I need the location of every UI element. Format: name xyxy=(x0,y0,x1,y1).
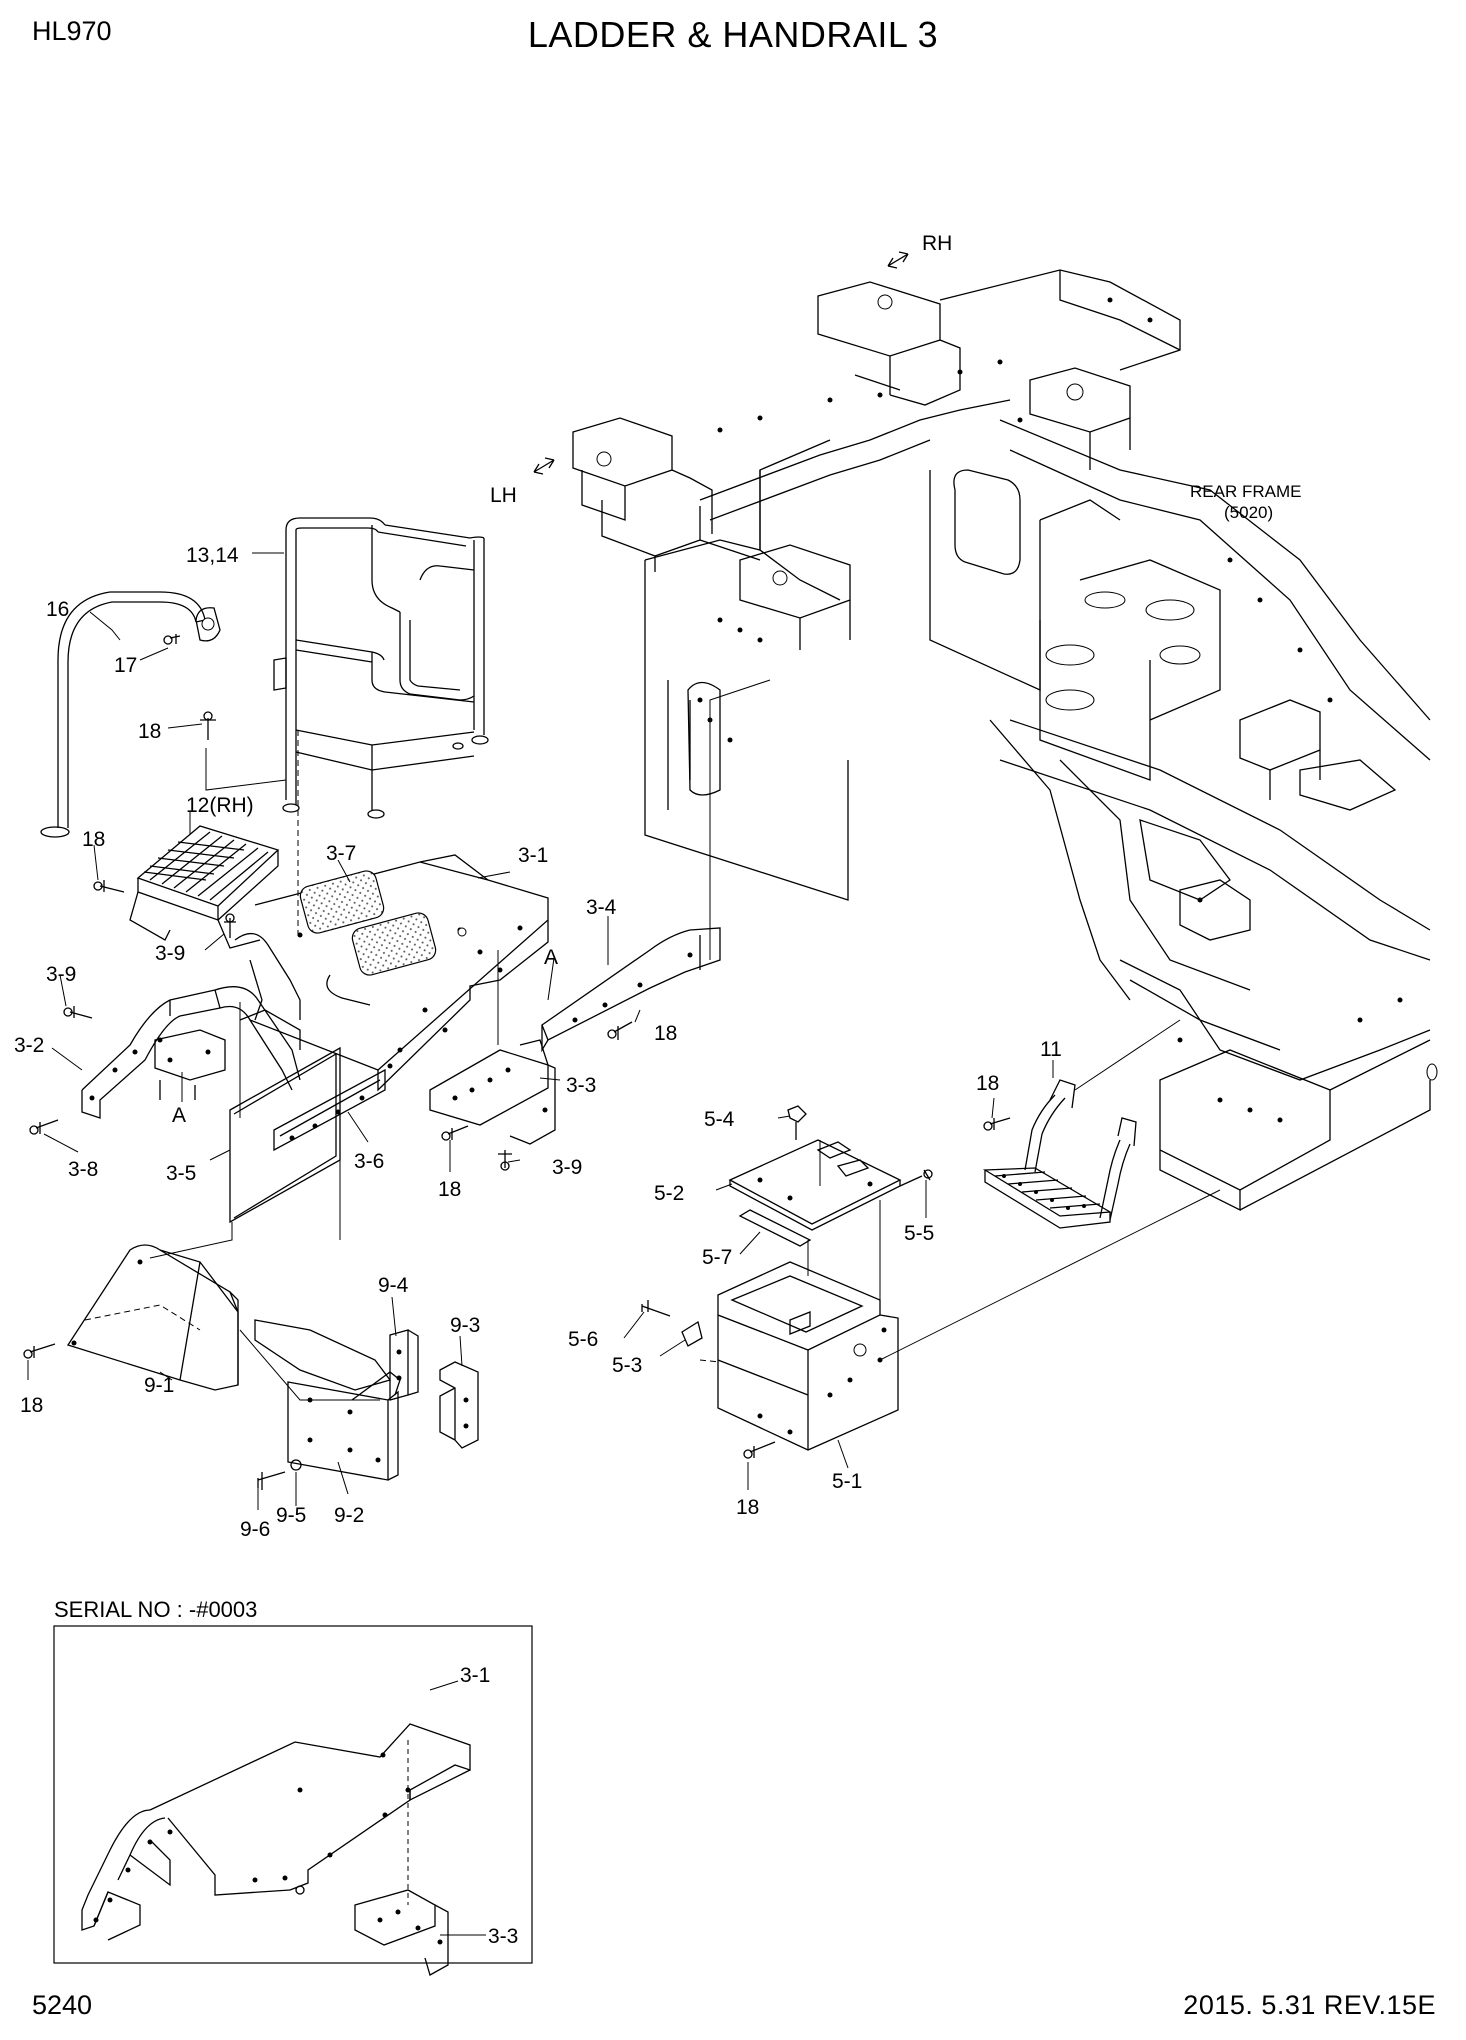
seal-5-7 xyxy=(738,1209,812,1247)
clamp-5-4 xyxy=(787,1105,807,1140)
callout-5-4: 5-4 xyxy=(704,1108,735,1131)
callout-18: 18 xyxy=(736,1496,759,1519)
bracket-3-4 xyxy=(541,927,721,1053)
callout-18: 18 xyxy=(82,828,105,851)
callout-9-3: 9-3 xyxy=(450,1314,480,1337)
callout-5-1: 5-1 xyxy=(832,1470,862,1493)
bracket-9-2 xyxy=(254,1319,401,1481)
bracket-5-3 xyxy=(681,1320,703,1347)
lh-direction-arrow xyxy=(533,457,555,475)
box-5-1 xyxy=(717,1261,899,1451)
callout-9-5: 9-5 xyxy=(276,1504,306,1527)
cover-9-1 xyxy=(66,1244,239,1391)
bolt-5-6 xyxy=(641,1300,671,1317)
inset-platform-3-1 xyxy=(81,1723,471,1941)
rh-label: RH xyxy=(922,232,952,255)
bolt-5-5 xyxy=(899,1169,933,1187)
callout-labels: 13,14 16 17 18 12(RH) 18 3-7 3-1 3-9 3-9… xyxy=(14,544,1062,1948)
callout-5-3: 5-3 xyxy=(612,1354,642,1377)
revision-date: 2015. 5.31 REV.15E xyxy=(1183,1990,1436,2020)
callout-3-1: 3-1 xyxy=(518,844,548,867)
callout-a: A xyxy=(172,1104,186,1127)
callout-9-2: 9-2 xyxy=(334,1504,364,1527)
callout-5-5: 5-5 xyxy=(904,1222,934,1245)
handrail-13-14 xyxy=(273,517,489,819)
callout-3-2: 3-2 xyxy=(14,1034,44,1057)
inset-callout-3-3: 3-3 xyxy=(488,1925,518,1948)
step-12-rh xyxy=(129,825,280,949)
bolt-18-bracket-3-4 xyxy=(607,1021,633,1040)
bolt-3-9-bracket xyxy=(498,1150,512,1171)
platform-3-1 xyxy=(234,854,549,1092)
step-11 xyxy=(982,1079,1137,1229)
page-number: 5240 xyxy=(32,1990,93,2020)
callout-5-7: 5-7 xyxy=(702,1246,732,1269)
leader-lines xyxy=(27,552,1221,1510)
callout-3-8: 3-8 xyxy=(68,1158,98,1181)
rh-direction-arrow xyxy=(887,251,909,269)
bracket-9-3 xyxy=(439,1361,479,1449)
callout-18: 18 xyxy=(654,1022,677,1045)
callout-5-2: 5-2 xyxy=(654,1182,684,1205)
callout-12-rh: 12(RH) xyxy=(186,794,254,817)
bolt-18-cover xyxy=(23,1343,56,1359)
bracket-9-4 xyxy=(389,1329,419,1401)
inset-callout-3-1: 3-1 xyxy=(460,1664,490,1687)
callout-3-5: 3-5 xyxy=(166,1162,196,1185)
bracket-17 xyxy=(163,607,221,645)
bolt-3-9-platform xyxy=(224,913,236,938)
bolt-18-handrail xyxy=(200,711,216,740)
callout-18: 18 xyxy=(438,1178,461,1201)
rear-frame-number: (5020) xyxy=(1224,503,1273,522)
rear-frame xyxy=(572,269,1438,1212)
callout-11: 11 xyxy=(1040,1038,1062,1061)
callout-a: A xyxy=(544,946,558,969)
callout-18: 18 xyxy=(20,1394,43,1417)
callout-3-6: 3-6 xyxy=(354,1150,384,1173)
bolt-18-step xyxy=(93,880,125,893)
anti-slip-pad-3-7 xyxy=(299,870,385,934)
bolt-3-8 xyxy=(29,1119,59,1135)
callout-16: 16 xyxy=(46,598,69,621)
callout-18: 18 xyxy=(138,720,161,743)
rear-frame-label: REAR FRAME xyxy=(1190,482,1301,501)
callout-3-4: 3-4 xyxy=(586,896,617,919)
callout-3-7: 3-7 xyxy=(326,842,356,865)
callout-9-1: 9-1 xyxy=(144,1374,174,1397)
inset-serial-caption: SERIAL NO : -#0003 xyxy=(54,1597,258,1622)
inset-frame xyxy=(53,1625,533,1964)
bolt-18-box xyxy=(743,1441,776,1459)
callout-18: 18 xyxy=(976,1072,999,1095)
bracket-3-3 xyxy=(429,1039,556,1145)
handrail-16 xyxy=(40,591,206,838)
callout-9-4: 9-4 xyxy=(378,1274,409,1297)
cover-5-2 xyxy=(728,1139,902,1231)
inset-bracket-3-3 xyxy=(354,1740,486,1976)
callout-3-9: 3-9 xyxy=(155,942,185,965)
fender-3-2 xyxy=(81,986,301,1119)
bracket-3-6 xyxy=(273,1068,386,1152)
page-title: LADDER & HANDRAIL 3 xyxy=(527,14,939,55)
plate-3-5 xyxy=(229,1046,341,1224)
bolt-3-9-fender xyxy=(63,1006,93,1019)
bolt-18-bracket-3-3 xyxy=(441,1125,469,1141)
bolt-9-6 xyxy=(257,1471,286,1490)
callout-3-3: 3-3 xyxy=(566,1074,596,1097)
model-number: HL970 xyxy=(32,16,112,46)
callout-5-6: 5-6 xyxy=(568,1328,598,1351)
callout-3-9: 3-9 xyxy=(552,1156,582,1179)
callout-17: 17 xyxy=(114,654,137,677)
callout-3-9: 3-9 xyxy=(46,963,76,986)
lh-label: LH xyxy=(490,484,517,507)
callout-13-14: 13,14 xyxy=(186,544,239,567)
washer-9-5 xyxy=(290,1459,302,1471)
bolt-18-step-11 xyxy=(983,1117,1011,1131)
inset-leader-3-1 xyxy=(429,1680,459,1691)
callout-9-6: 9-6 xyxy=(240,1518,270,1541)
